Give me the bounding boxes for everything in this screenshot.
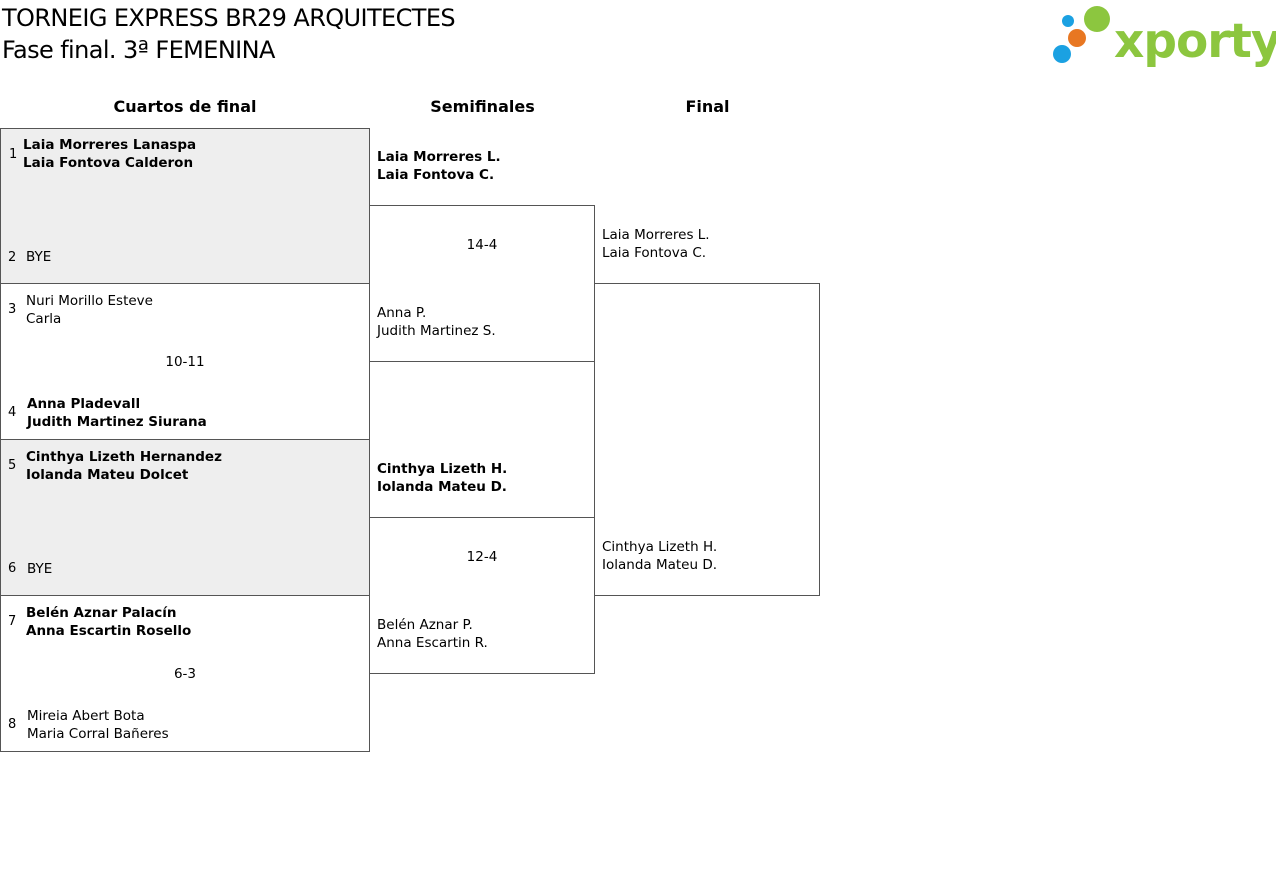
semifinal-team-name: Cinthya Lizeth H.Iolanda Mateu D. [377, 461, 508, 495]
seed-number: 2 [8, 250, 17, 265]
header-quarterfinals: Cuartos de final [113, 97, 257, 116]
page-subtitle: Fase final. 3ª FEMENINA [2, 36, 275, 64]
semifinal-team-name: Belén Aznar P.Anna Escartin R. [377, 617, 488, 651]
header-final: Final [685, 97, 730, 116]
logo-wordmark: xporty [1114, 14, 1276, 68]
page-title: TORNEIG EXPRESS BR29 ARQUITECTES [2, 4, 456, 32]
seed-number: 4 [8, 405, 17, 420]
seed-number: 7 [8, 614, 17, 629]
semifinal-team-name: Anna P.Judith Martinez S. [377, 305, 496, 339]
final-match: Cinthya Lizeth H.Iolanda Mateu D. [594, 283, 820, 596]
semifinal-match-1: 14-4 Anna P.Judith Martinez S. [369, 205, 595, 362]
semifinal-team-name: Laia Morreres L.Laia Fontova C. [377, 149, 501, 183]
logo-dot-orange [1068, 29, 1086, 47]
match-score: 6-3 [173, 666, 197, 682]
match-score: 12-4 [466, 549, 498, 565]
xporty-logo: xporty [1053, 6, 1276, 68]
seed-number: 5 [8, 458, 17, 473]
logo-dot-green [1084, 6, 1110, 32]
logo-dot-blue-small [1062, 15, 1074, 27]
match-score: 14-4 [466, 237, 498, 253]
seed-number: 1 [9, 147, 18, 162]
logo-dot-blue [1053, 45, 1071, 63]
header-semifinals: Semifinales [430, 97, 535, 116]
match-score: 10-11 [165, 354, 205, 370]
team-name: BYE [27, 561, 53, 577]
final-team-name: Laia Morreres L.Laia Fontova C. [602, 227, 710, 261]
semifinal-match-2: 12-4 Belén Aznar P.Anna Escartin R. [369, 517, 595, 674]
team-name: BYE [26, 249, 52, 265]
final-team-name: Cinthya Lizeth H.Iolanda Mateu D. [602, 539, 718, 573]
seed-number: 3 [8, 302, 17, 317]
seed-number: 8 [8, 717, 17, 732]
seed-number: 6 [8, 561, 17, 576]
